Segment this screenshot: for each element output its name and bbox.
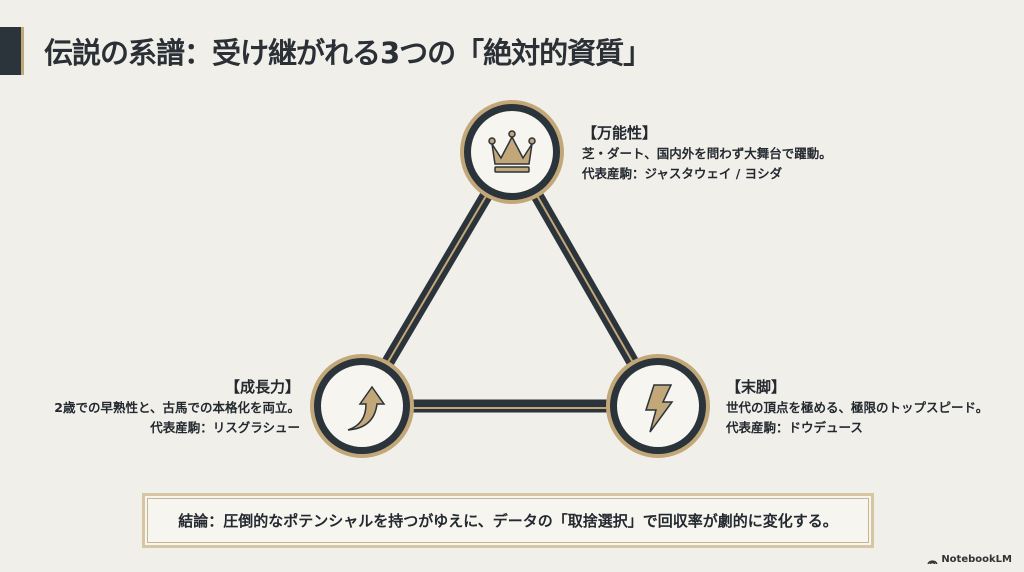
conclusion-box: 結論：圧倒的なポテンシャルを持つがゆえに、データの「取捨選択」で回収率が劇的に変… — [142, 493, 874, 548]
node-right-example: 代表産駒：ドウデュース — [726, 420, 863, 435]
brand-watermark: NotebookLM — [927, 554, 1012, 565]
lightning-icon — [644, 384, 674, 433]
node-left-description: 2歳での早熟性と、古馬での本格化を両立。 — [54, 400, 300, 415]
node-left-example: 代表産駒：リスグラシュー — [150, 420, 300, 435]
node-right-heading: 【末脚】 — [726, 378, 787, 396]
page-title: 伝説の系譜：受け継がれる3つの「絶対的資質」 — [44, 36, 652, 70]
node-right-description: 世代の頂点を極める、極限のトップスピード。 — [726, 400, 989, 415]
title-accent-bar — [0, 27, 24, 75]
node-left-circle — [310, 354, 414, 458]
notebooklm-logo-icon — [927, 560, 938, 564]
node-top-example: 代表産駒：ジャスタウェイ / ヨシダ — [582, 166, 783, 181]
node-top-text: 【万能性】 芝・ダート、国内外を問わず大舞台で躍動。 代表産駒：ジャスタウェイ … — [582, 122, 832, 184]
node-left-heading: 【成長力】 — [224, 378, 300, 396]
conclusion-text: 結論：圧倒的なポテンシャルを持つがゆえに、データの「取捨選択」で回収率が劇的に変… — [178, 512, 838, 530]
node-top-description: 芝・ダート、国内外を問わず大舞台で躍動。 — [582, 146, 832, 161]
node-top-circle — [460, 100, 564, 204]
brand-label: NotebookLM — [941, 554, 1012, 565]
node-left-text: 【成長力】 2歳での早熟性と、古馬での本格化を両立。 代表産駒：リスグラシュー — [54, 376, 300, 438]
node-right-circle — [606, 354, 710, 458]
node-top-heading: 【万能性】 — [582, 124, 658, 142]
curved-arrow-up-icon — [347, 385, 386, 431]
crown-icon — [488, 130, 536, 173]
node-right-text: 【末脚】 世代の頂点を極める、極限のトップスピード。 代表産駒：ドウデュース — [726, 376, 988, 438]
